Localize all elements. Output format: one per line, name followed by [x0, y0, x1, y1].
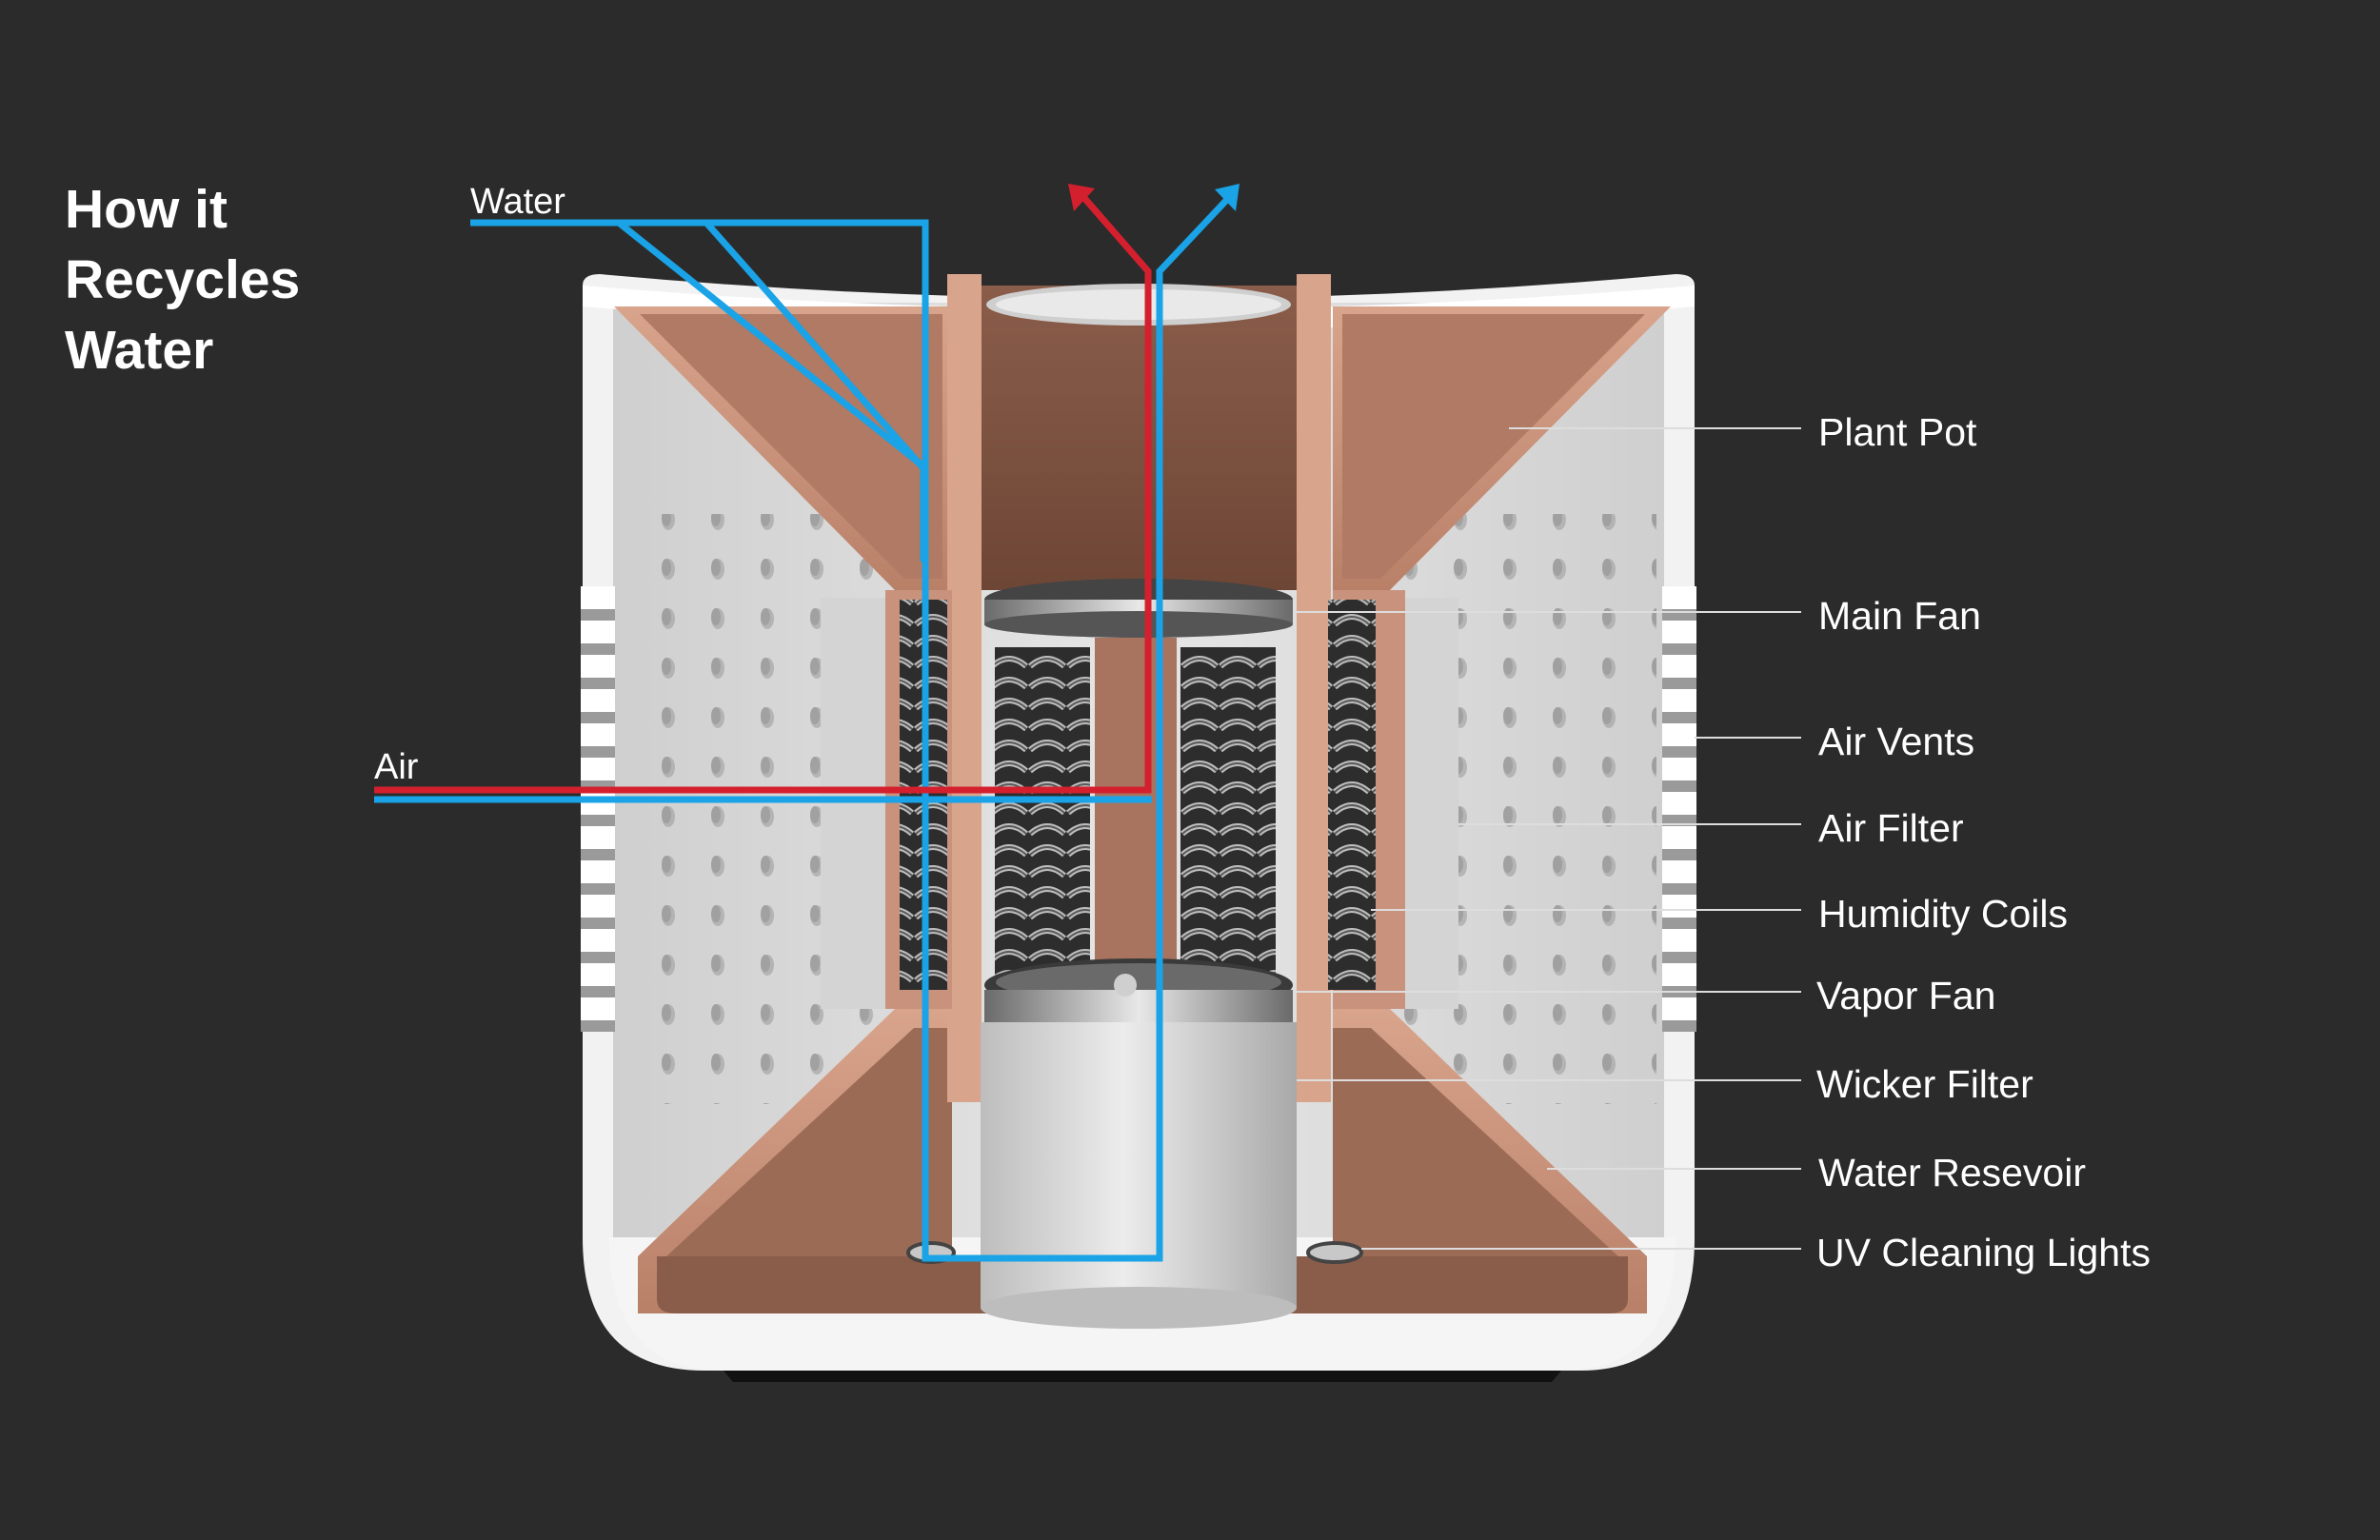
- air-arrowhead: [1068, 184, 1095, 211]
- vent-rib-shadow: [1662, 609, 1696, 621]
- air-flow-label: Air: [374, 747, 419, 787]
- wicker-filter: [981, 1022, 1297, 1329]
- vent-rib: [1662, 586, 1696, 609]
- reservoir-inner-left: [666, 1028, 952, 1256]
- vent-rib-shadow: [581, 883, 615, 895]
- plant-pot-inner-right: [1342, 314, 1645, 579]
- plant-pot: [614, 306, 1671, 1313]
- vent-rib: [1662, 963, 1696, 986]
- humidity-coil-inner-left: [995, 647, 1090, 980]
- water-flow-label: Water: [470, 182, 565, 222]
- vapor-fan: [984, 958, 1293, 1022]
- label-uv-cleaning-lights: UV Cleaning Lights: [1816, 1231, 2151, 1274]
- vent-rib-shadow: [1662, 918, 1696, 929]
- vent-rib-shadow: [1662, 952, 1696, 963]
- column-top-disc-inner: [996, 289, 1281, 320]
- vent-rib: [1662, 997, 1696, 1020]
- vent-rib-shadow: [581, 952, 615, 963]
- vent-rib: [581, 792, 615, 815]
- label-main-fan: Main Fan: [1818, 594, 1981, 638]
- central-column: [947, 274, 1331, 1102]
- vent-rib: [1662, 792, 1696, 815]
- label-air-vents: Air Vents: [1818, 720, 1975, 763]
- vent-rib: [581, 621, 615, 643]
- page-title: How it Recycles Water: [65, 174, 300, 385]
- base-feet: [724, 1371, 1561, 1382]
- vent-rib-shadow: [581, 609, 615, 621]
- vent-rib: [581, 860, 615, 883]
- vent-rib: [1662, 895, 1696, 918]
- vent-rib: [1662, 758, 1696, 780]
- vent-rib: [581, 895, 615, 918]
- water-flow-path: [374, 188, 1239, 1262]
- column-wall-right: [1297, 274, 1331, 1102]
- vent-rib: [581, 929, 615, 952]
- air-vent-ribs-right: [1662, 586, 1696, 1032]
- vent-rib-shadow: [1662, 1020, 1696, 1032]
- vent-rib: [1662, 655, 1696, 678]
- vent-rib: [1662, 723, 1696, 746]
- vent-rib: [1662, 621, 1696, 643]
- vent-rib-shadow: [581, 678, 615, 689]
- humidity-coil-inner-right: [1180, 647, 1276, 980]
- air-flow-path: [374, 188, 1152, 794]
- label-humidity-coils: Humidity Coils: [1818, 892, 2068, 936]
- vent-rib: [1662, 860, 1696, 883]
- vent-rib: [581, 655, 615, 678]
- vent-rib: [581, 997, 615, 1020]
- vent-rib-shadow: [1662, 780, 1696, 792]
- vent-rib: [581, 963, 615, 986]
- coil-chamber-bg: [1095, 638, 1177, 999]
- vent-rib: [581, 689, 615, 712]
- vent-rib-shadow: [581, 746, 615, 758]
- title-line-1: How it: [65, 179, 228, 240]
- vent-rib-shadow: [581, 918, 615, 929]
- column-wall-left: [947, 274, 982, 1102]
- humidity-coil-outer-right: [1328, 600, 1376, 990]
- vent-rib-shadow: [581, 643, 615, 655]
- label-wicker-filter: Wicker Filter: [1816, 1062, 2033, 1106]
- label-air-filter: Air Filter: [1818, 806, 1964, 850]
- reservoir-inner-right: [1333, 1028, 1618, 1256]
- plant-pot-inner-left: [640, 314, 942, 579]
- air-filter-left: [821, 598, 885, 1009]
- vent-rib: [1662, 826, 1696, 849]
- main-fan: [984, 579, 1293, 638]
- vent-rib: [581, 723, 615, 746]
- vent-rib-shadow: [581, 815, 615, 826]
- humidity-coils: [900, 600, 1376, 999]
- water-arrowhead: [1215, 184, 1240, 211]
- title-line-2: Recycles: [65, 249, 301, 310]
- vent-rib: [1662, 929, 1696, 952]
- vent-rib-shadow: [1662, 849, 1696, 860]
- label-water-resevoir: Water Resevoir: [1818, 1151, 2086, 1194]
- vent-rib-shadow: [581, 712, 615, 723]
- vent-rib: [1662, 689, 1696, 712]
- vent-rib: [581, 586, 615, 609]
- vent-rib-shadow: [1662, 678, 1696, 689]
- vent-rib-shadow: [581, 849, 615, 860]
- column-chamber: [982, 286, 1297, 590]
- air-filter-right: [1405, 598, 1458, 1009]
- vent-rib-shadow: [581, 1020, 615, 1032]
- vent-rib: [581, 758, 615, 780]
- vent-rib-shadow: [1662, 746, 1696, 758]
- vent-rib-shadow: [1662, 883, 1696, 895]
- vent-rib: [581, 826, 615, 849]
- title-line-3: Water: [65, 320, 214, 381]
- leader-lines: [1297, 427, 1801, 1250]
- label-vapor-fan: Vapor Fan: [1816, 974, 1996, 1017]
- air-vent-ribs-left: [581, 586, 615, 1032]
- vent-rib-shadow: [581, 986, 615, 997]
- vent-rib-shadow: [1662, 643, 1696, 655]
- vent-rib-shadow: [1662, 712, 1696, 723]
- label-plant-pot: Plant Pot: [1818, 410, 1977, 454]
